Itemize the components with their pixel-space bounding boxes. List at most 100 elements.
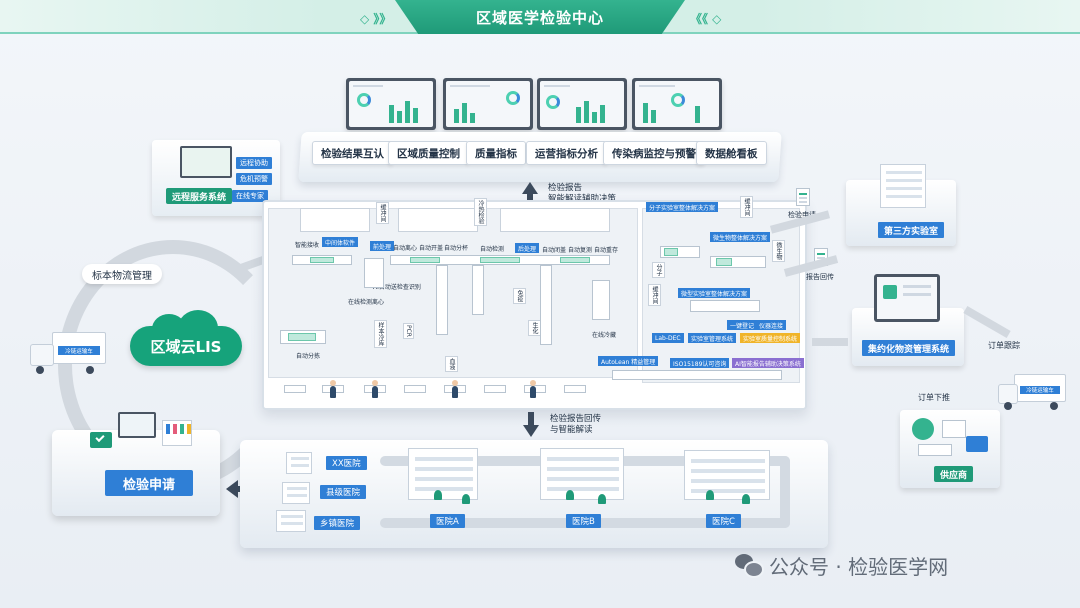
- tree-icon: [462, 494, 470, 504]
- lab-text-retest: 自动复测: [568, 247, 593, 254]
- lab-right-tag-qc: 实验室质量控制系统: [740, 333, 801, 343]
- desk-4: [404, 385, 426, 393]
- btn-regional-quality-control[interactable]: 区域质量控制: [388, 141, 469, 165]
- lab-right-tag-molecular: 分子实验室整体解决方案: [646, 202, 719, 212]
- page-title: 区域医学检验中心: [395, 0, 685, 34]
- lab-right-tag-micro: 微生物整体解决方案: [710, 232, 771, 242]
- cold-chain-truck-left: 冷链运输车: [28, 330, 108, 376]
- truck-right-label: 冷链运输车: [1020, 386, 1060, 394]
- dashboard-monitor-1: [346, 78, 436, 130]
- lab-room-top-1: [300, 208, 370, 232]
- staff-person: [372, 380, 378, 398]
- remote-service-label: 远程服务系统: [166, 188, 233, 204]
- lab-right-tag-register: 一键登记: [727, 320, 758, 330]
- lab-text-receive: 智能接收: [295, 242, 320, 249]
- supplier-doc-icon: [942, 420, 966, 438]
- shopping-cart-icon: [966, 436, 988, 452]
- cloud-lis-label: 区域云LIS: [150, 337, 222, 356]
- up-arrow-icon: [522, 182, 538, 194]
- lab-room-immuno: 免疫: [513, 288, 526, 304]
- lab-text-sort: 自动分拣: [296, 353, 321, 360]
- cold-chain-truck-right: 冷链运输车: [998, 372, 1068, 412]
- lab-tag-middleware: 中间体软件: [322, 237, 359, 247]
- flow-label-report: 检验报告: [548, 183, 583, 193]
- tree-icon: [598, 494, 606, 504]
- bench-right-2-module: [716, 258, 732, 266]
- procurement-sync-arrow: [812, 338, 848, 346]
- lab-text-aliquot: 自动分杯: [444, 245, 469, 252]
- lab-room-blood: 血液: [445, 356, 458, 372]
- btn-result-mutual-recognition[interactable]: 检验结果互认: [312, 141, 393, 165]
- hospital-town-building: [276, 510, 306, 532]
- request-monitor-icon: [118, 412, 156, 438]
- track-module-2: [480, 257, 520, 263]
- road-right: [780, 456, 790, 528]
- staff-person: [330, 380, 336, 398]
- checkmark-icon: [90, 432, 112, 448]
- btn-quality-indicators[interactable]: 质量指标: [466, 141, 526, 165]
- flow-label-report-return: 检验报告回传: [550, 414, 602, 424]
- hospital-county-building: [282, 482, 310, 504]
- third-party-report-label: 报告回传: [806, 273, 834, 281]
- hospital-b-label: 医院B: [566, 514, 601, 528]
- bench-right-1-module: [664, 248, 678, 256]
- hospital-b-building: [540, 448, 624, 500]
- flow-label-interpret: 与智能解读: [550, 425, 593, 435]
- down-arrow-stem: [528, 412, 534, 426]
- watermark: 公众号 · 检验医学网: [735, 550, 948, 580]
- lab-right-tag-labdec: Lab-DEC: [652, 333, 684, 343]
- test-request-button[interactable]: 检验申请: [105, 470, 193, 496]
- order-place-label: 订单下推: [918, 393, 950, 402]
- lab-room-pcr: PCR: [403, 323, 414, 339]
- dashboard-monitor-2: [443, 78, 533, 130]
- tree-icon: [742, 494, 750, 504]
- bench-1-module: [310, 257, 334, 263]
- lab-text-uncap: 自动开盖: [419, 245, 444, 252]
- lab-room-buffer-3: 缓冲间: [740, 196, 753, 218]
- lab-right-tag-lms: 实验室管理系统: [688, 333, 737, 343]
- hospital-xx-building: [286, 452, 312, 474]
- remote-tag-alert: 危机预警: [236, 173, 272, 185]
- logistics-label: 标本物流管理: [82, 264, 162, 284]
- supplier-box-icon: [918, 444, 952, 456]
- down-arrow-icon: [523, 425, 539, 437]
- third-party-lab-label: 第三方实验室: [878, 222, 945, 238]
- desk-1: [284, 385, 306, 393]
- remote-monitor-icon: [180, 146, 232, 178]
- track-module-1: [410, 257, 440, 263]
- third-party-request-label: 检验申请: [788, 211, 816, 219]
- lab-right-tag-mini: 微型实验室整体解决方案: [678, 288, 751, 298]
- lab-room-buffer-2: 缓冲间: [648, 284, 661, 306]
- truck-left-label: 冷链运输车: [58, 346, 100, 355]
- btn-operation-analysis[interactable]: 运营指标分析: [526, 141, 607, 165]
- lab-core-area: [268, 208, 638, 378]
- sample-rack-icon: [162, 420, 192, 446]
- lab-room-molecular: 分子: [652, 262, 665, 278]
- track-module-3: [560, 257, 590, 263]
- bench-prep: [364, 258, 384, 288]
- lab-tag-pre: 前处理: [370, 241, 395, 251]
- hospital-county-label: 县级医院: [320, 485, 367, 499]
- order-track-label: 订单跟踪: [988, 341, 1020, 350]
- lab-right-tag-autolean: AutoLean 精益管理: [598, 356, 659, 366]
- lab-text-online-centrifuge: 在线检测离心: [348, 299, 385, 306]
- lab-right-tag-ai: AI智能报告辅助决策系统: [732, 358, 804, 368]
- btn-epidemic-monitoring[interactable]: 传染病监控与预警: [603, 141, 705, 165]
- remote-tag-assist: 远程协助: [236, 157, 272, 169]
- hospital-c-building: [684, 450, 770, 500]
- btn-data-cockpit[interactable]: 数据舱看板: [696, 141, 767, 165]
- cloud-lis-icon: 区域云LIS: [130, 310, 242, 366]
- lab-room-top-2: [398, 208, 478, 232]
- flow-label-decision: 智能解读辅助决策: [548, 194, 617, 204]
- lab-room-micro: 微生物: [772, 240, 785, 262]
- lab-text-recap: 自动闭盖: [542, 247, 567, 254]
- watermark-text: 公众号 · 检验医学网: [769, 554, 949, 579]
- header-right-chevrons: 《《 ◇: [690, 12, 722, 26]
- bench-right-3: [690, 300, 760, 312]
- lab-text-centrifuge: 自动离心: [393, 245, 418, 252]
- lab-right-tag-iso: ISO15189认可咨询: [670, 358, 730, 368]
- supplier-user-icon: [912, 418, 934, 440]
- track-branch-4: [592, 280, 610, 320]
- hospital-xx-label: XX医院: [326, 456, 367, 470]
- supplier-label: 供应商: [934, 466, 974, 482]
